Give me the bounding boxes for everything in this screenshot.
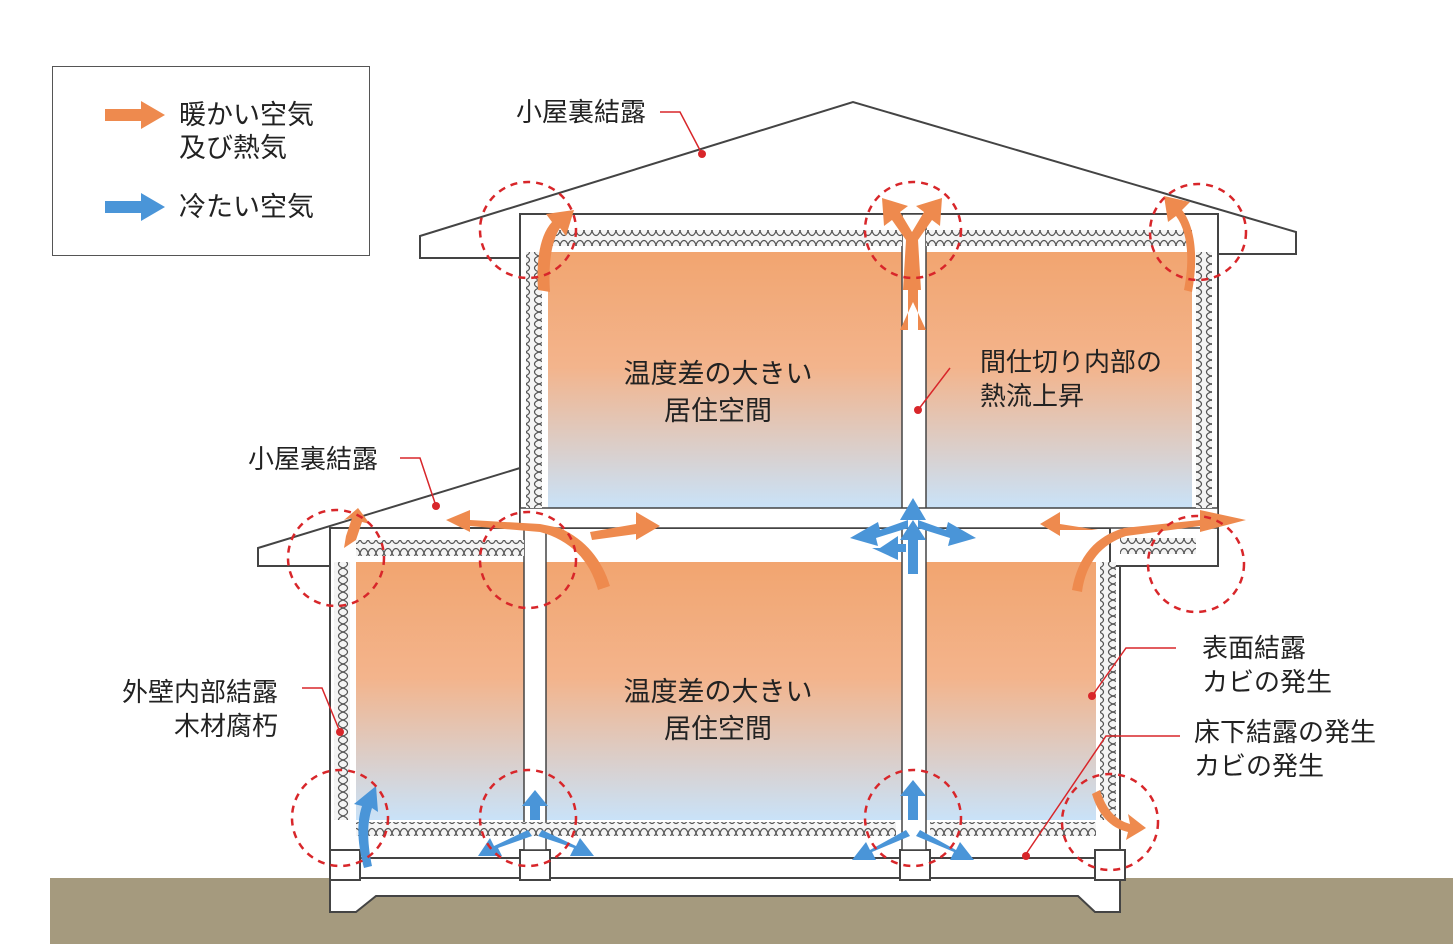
condensation-marker [1146, 514, 1246, 614]
warm-air-arrow-icon [590, 512, 660, 540]
cold-air-arrow-icon [900, 498, 926, 520]
label-lower-room: 温度差の大きい 居住空間 [623, 677, 813, 745]
cold-air-arrow-icon [916, 830, 974, 860]
cold-air-arrow-icon [872, 536, 906, 560]
cold-air-arrow-icon [478, 830, 532, 856]
legend-label-warm-air: 暖かい空気 及び熱気 [179, 100, 314, 164]
label-attic-condensation-top: 小屋裏結露 [516, 98, 647, 128]
condensation-marker [478, 510, 578, 610]
cold-air-arrow-icon [522, 790, 548, 820]
condensation-marker [863, 180, 963, 280]
foundation [329, 877, 1121, 913]
label-underfloor-condensation: 床下結露の発生 カビの発生 [1194, 718, 1377, 782]
upper-room-right [926, 252, 1192, 508]
label-attic-condensation-mid: 小屋裏結露 [248, 445, 379, 475]
condensation-marker [1060, 772, 1160, 872]
lower-room-right [926, 562, 1096, 820]
cold-air-arrow-icon [354, 786, 378, 868]
mid-floor-slab [519, 507, 1219, 529]
condensation-marker [290, 768, 390, 868]
cold-air-arrow-icon [105, 193, 165, 221]
cold-air-arrow-icon [900, 780, 926, 820]
label-upper-room: 温度差の大きい 居住空間 [623, 359, 813, 427]
warm-air-arrow-icon [344, 508, 370, 548]
condensation-marker [1148, 182, 1248, 282]
lower-room-left [356, 562, 524, 820]
legend: 暖かい空気 及び熱気 冷たい空気 [52, 66, 370, 256]
label-wall-internal-condensation: 外壁内部結露 木材腐朽 [122, 678, 279, 742]
condensation-marker [478, 180, 578, 280]
warm-air-arrow-icon [105, 101, 165, 129]
cold-air-arrow-icon [538, 830, 594, 856]
condensation-marker [286, 508, 386, 608]
upper-room-left [548, 252, 902, 508]
warm-air-arrow-icon [446, 510, 610, 590]
legend-label-cold-air: 冷たい空気 [179, 192, 314, 223]
warm-air-arrow-icon [882, 198, 942, 290]
cold-air-arrow-icon [918, 520, 976, 546]
legend-item-cold-air: 冷たい空気 [53, 191, 314, 224]
legend-item-warm-air: 暖かい空気 及び熱気 [53, 99, 314, 165]
warm-air-arrow-icon [900, 290, 926, 330]
cold-air-arrow-icon [850, 520, 908, 546]
warm-air-arrow-icon [1040, 512, 1098, 536]
condensation-marker [478, 768, 578, 868]
warm-air-arrow-icon [537, 210, 574, 292]
footing-4 [1094, 849, 1126, 881]
label-surface-condensation: 表面結露 カビの発生 [1202, 634, 1333, 698]
warm-air-arrow-icon [1092, 790, 1146, 840]
lower-room-center [546, 562, 902, 820]
label-partition-heat-rise: 間仕切り内部の 熱流上昇 [980, 348, 1163, 412]
condensation-marker [863, 768, 963, 868]
warm-air-arrow-icon [1072, 510, 1246, 592]
cold-air-arrow-icon [852, 830, 910, 860]
cold-air-arrow-icon [900, 520, 926, 574]
warm-air-arrow-icon [1164, 196, 1196, 292]
